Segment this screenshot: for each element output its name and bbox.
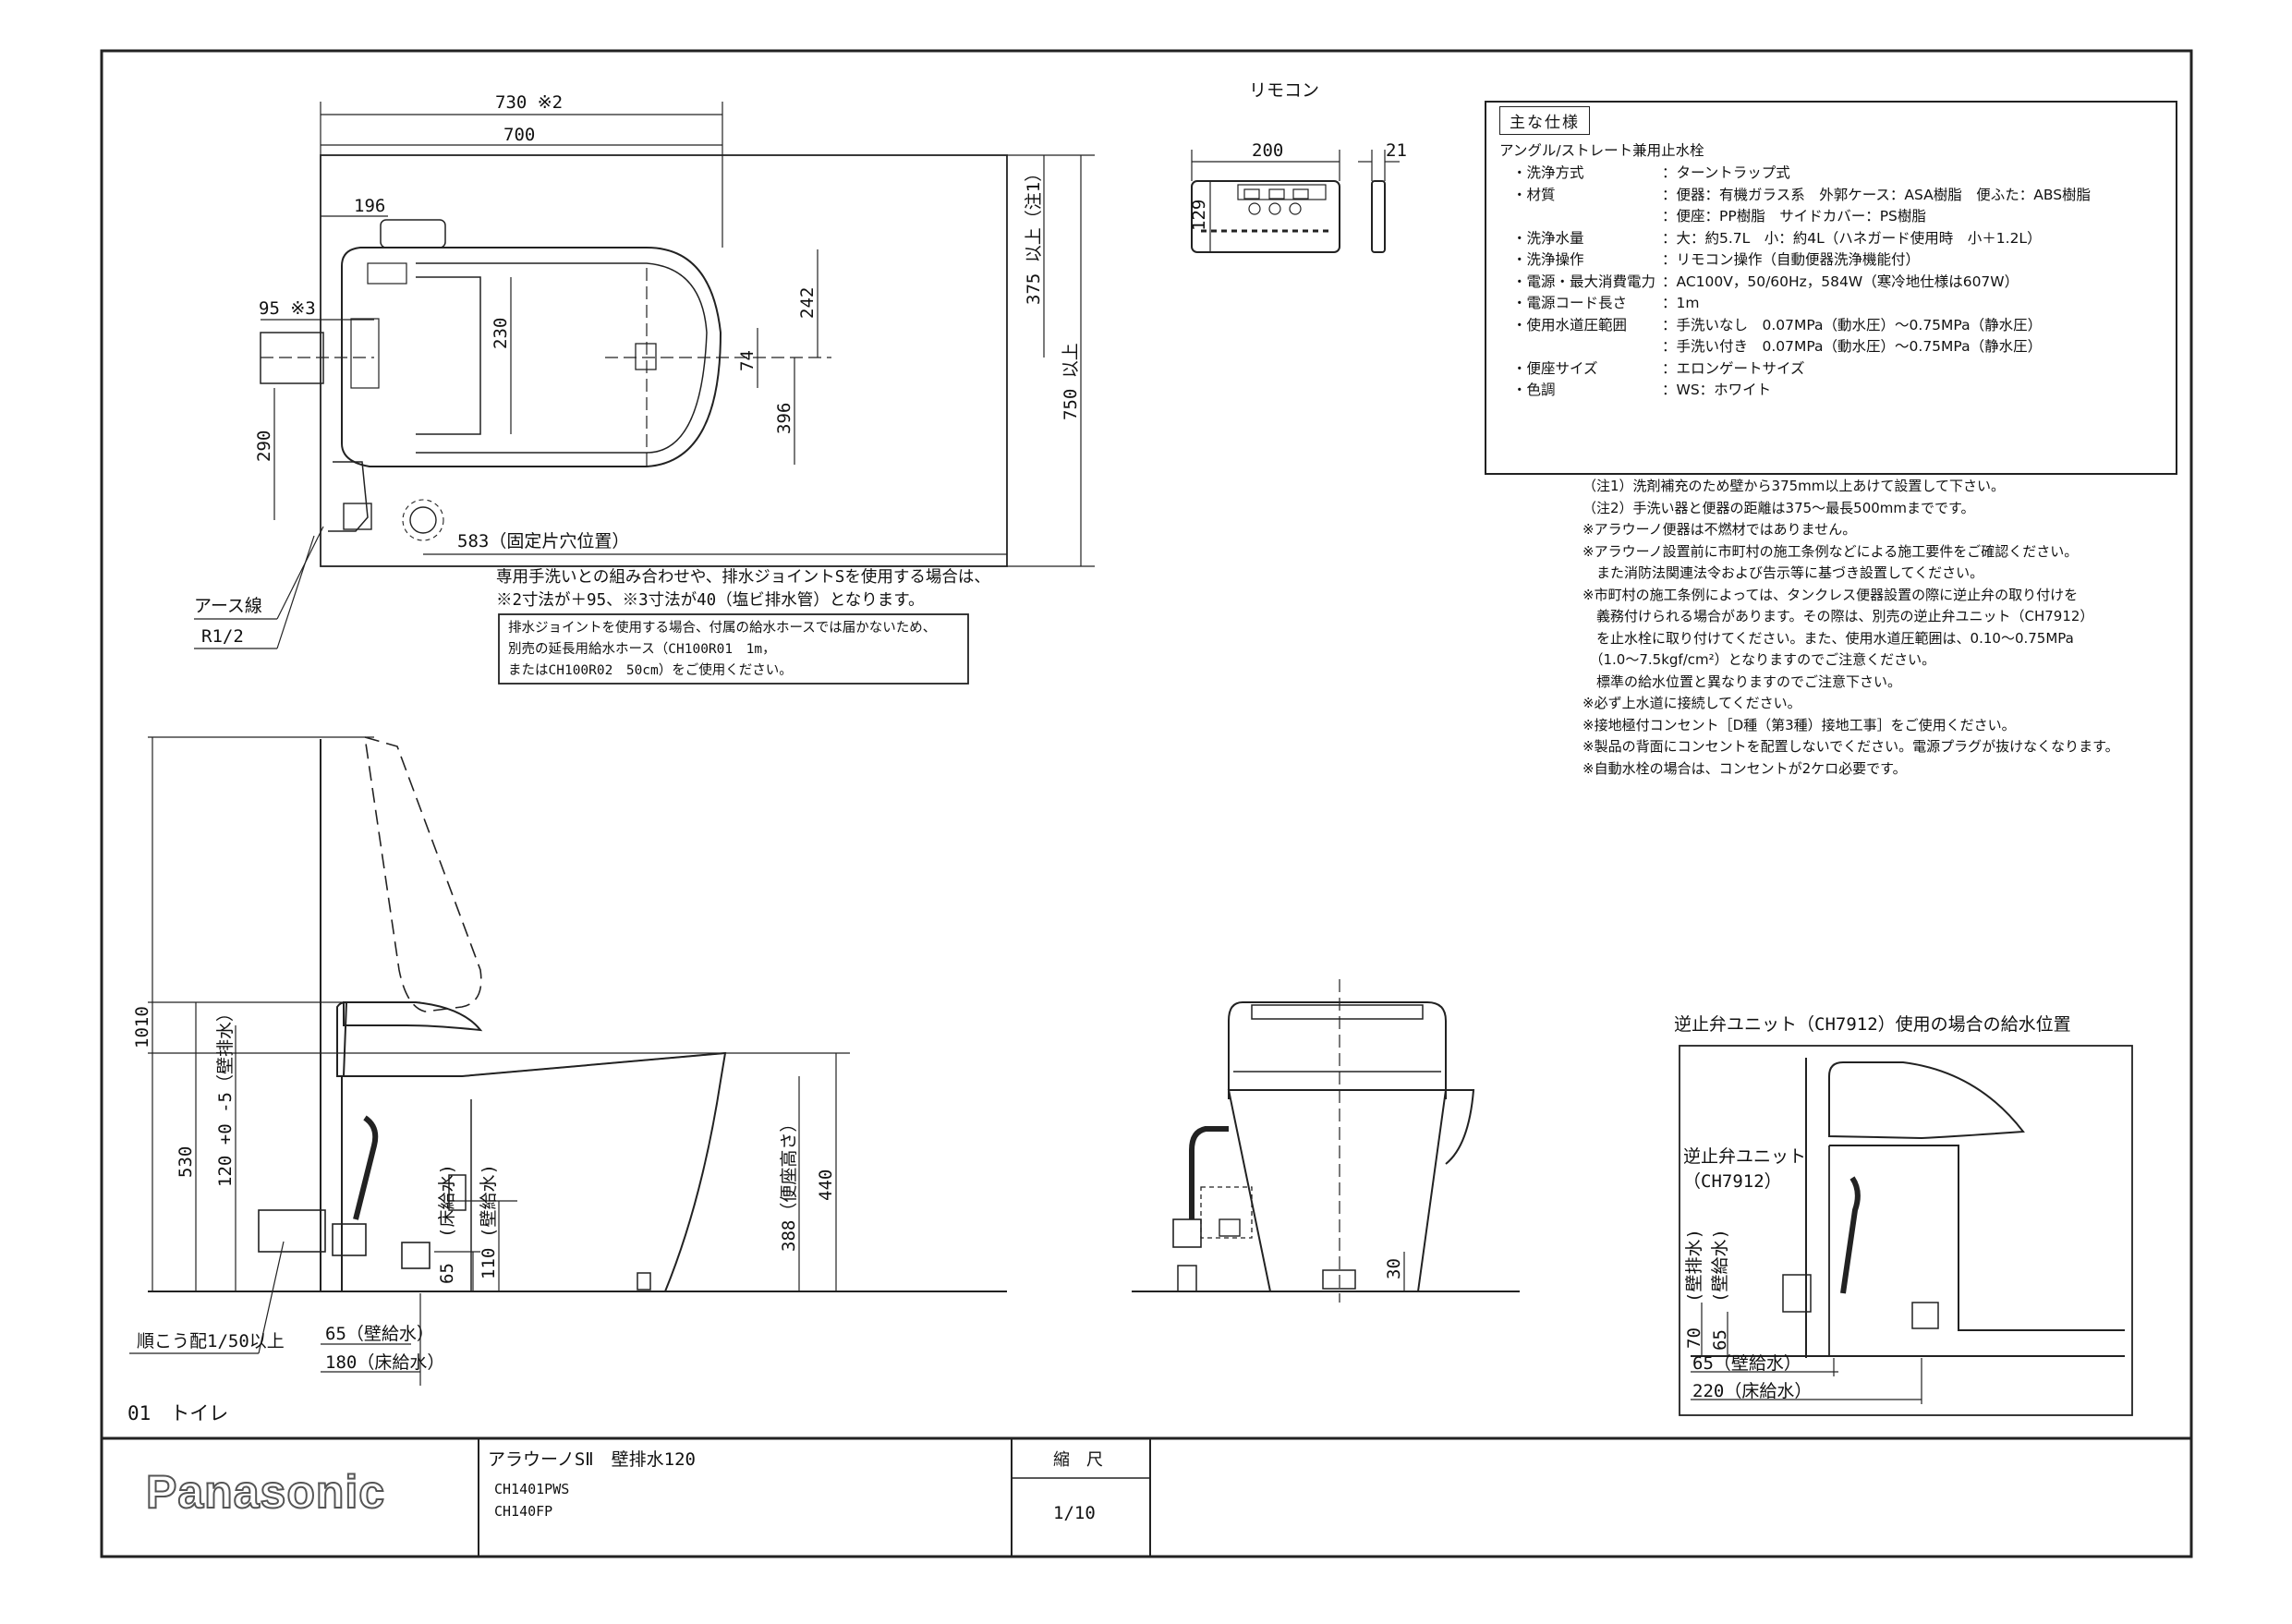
- spec-value: ：便器：有機ガラス系 外郭ケース：ASA樹脂 便ふた：ABS樹脂: [1662, 186, 2092, 203]
- remote-title: リモコン: [1249, 80, 1319, 101]
- plan-box-line-1: 排水ジョイントを使用する場合、付属の給水ホースでは届かないため、: [508, 620, 936, 636]
- spec-value: ：リモコン操作（自動便器洗浄機能付）: [1662, 251, 1921, 268]
- spec-label: ・洗浄水量: [1512, 229, 1584, 247]
- note-line: （注2）手洗い器と便器の距離は375～最長500mmまでです。: [1583, 499, 1975, 516]
- spec-value: ：便座：PP樹脂 サイドカバー：PS樹脂: [1662, 208, 1926, 224]
- check-valve-unit-code: （CH7912）: [1683, 1171, 1782, 1192]
- dim-65-wall: 65（壁給水）: [325, 1324, 434, 1344]
- dim-120: 120 +0 -5（壁排水）: [215, 1004, 236, 1187]
- cv-dim-65-wall: 65（壁給水）: [1692, 1353, 1801, 1374]
- note-line: ※アラウーノ便器は不燃材ではありません。: [1583, 521, 1857, 538]
- dim-396: 396: [774, 403, 794, 434]
- remote-dim-200: 200: [1252, 140, 1283, 161]
- spec-label: ・電源コード長さ: [1512, 295, 1628, 311]
- cv-dim-220-floor: 220（床給水）: [1692, 1381, 1812, 1401]
- spec-label: ・使用水道圧範囲: [1512, 316, 1628, 333]
- spec-value: ：AC100V，50/60Hz，584W（寒冷地仕様は607W）: [1662, 273, 2019, 290]
- dim-583: 583（固定片穴位置）: [457, 531, 629, 551]
- spec-value: ：エロンゲートサイズ: [1662, 359, 1805, 377]
- spec-value: ：ターントラップ式: [1662, 164, 1790, 181]
- plan-view: [194, 102, 1095, 685]
- side-view: [129, 735, 1007, 1386]
- spec-label: ・洗浄操作: [1512, 251, 1584, 268]
- plan-caption-1: 専用手洗いとの組み合わせや、排水ジョイントSを使用する場合は、: [496, 567, 990, 587]
- spec-label: ・電源・最大消費電力: [1512, 273, 1656, 290]
- plan-box-line-2: 別売の延長用給水ホース（CH100R01 1m，: [508, 641, 776, 657]
- cv-dim-70: 70: [1684, 1327, 1704, 1349]
- dim-196: 196: [354, 196, 385, 216]
- check-valve-title: 逆止弁ユニット（CH7912）使用の場合の給水位置: [1674, 1014, 2071, 1035]
- model-code: CH140FP: [494, 1503, 553, 1520]
- dim-180-floor: 180（床給水）: [325, 1352, 444, 1373]
- note-line: ※アラウーノ設置前に市町村の施工条例などによる施工要件をご確認ください。: [1583, 542, 2079, 560]
- dim-530: 530: [176, 1146, 196, 1178]
- note-line: ※自動水栓の場合は、コンセントが2ケロ必要です。: [1583, 759, 1907, 777]
- note-line: ※製品の背面にコンセントを配置しないでください。電源プラグが抜けなくなります。: [1583, 738, 2119, 755]
- note-line: を止水栓に取り付けてください。また、使用水道圧範囲は、0.10～0.75MPa: [1583, 629, 2074, 647]
- note-line: （1.0～7.5kgf/cm²）となりますのでご注意ください。: [1583, 651, 1936, 668]
- dim-290: 290: [254, 430, 274, 462]
- spec-box: 主な仕様 アングル/ストレート兼用止水栓 ・洗浄方式 ：ターントラップ式 ・材質 ：…: [1485, 101, 2177, 475]
- dim-375-min: 375 以上（注1）: [1024, 164, 1044, 305]
- dim-74: 74: [737, 350, 758, 371]
- note-line: また消防法関連法令および告示等に基づき設置してください。: [1583, 564, 1984, 581]
- remote-view: [1191, 150, 1400, 253]
- dim-1010: 1010: [132, 1006, 152, 1048]
- plan-caption-2: ※2寸法が＋95、※3寸法が40（塩ビ排水管）となります。: [496, 591, 924, 610]
- plan-box-line-3: またはCH100R02 50cm）をご使用ください。: [508, 662, 793, 678]
- dim-750-min: 750 以上: [1061, 343, 1081, 420]
- note-line: ※市町村の施工条例によっては、タンクレス便器設置の際に逆止弁の取り付けを: [1583, 586, 2079, 603]
- product-name: アラウーノSⅡ 壁排水120: [488, 1449, 696, 1470]
- cv-label-wall-drain: (壁排水): [1684, 1229, 1704, 1303]
- earth-wire-label: アース線: [194, 596, 262, 616]
- note-line: ※接地極付コンセント［D種（第3種）接地工事］をご使用ください。: [1583, 716, 2016, 733]
- note-line: 義務付けられる場合があります。その際は、別売の逆止弁ユニット（CH7912）: [1583, 608, 2094, 624]
- note-line: （注1）洗剤補充のため壁から375mm以上あけて設置して下さい。: [1583, 478, 2005, 494]
- sheet-border: [100, 49, 2193, 1558]
- note-line: 標準の給水位置と異なりますのでご注意下さい。: [1583, 673, 1902, 690]
- dim-65: 65: [437, 1263, 457, 1284]
- note-line: ※必ず上水道に接続してください。: [1583, 695, 1801, 711]
- scale-value: 1/10: [1053, 1503, 1096, 1523]
- dim-110: 110: [479, 1248, 499, 1279]
- wall-supply-label: (壁給水): [479, 1164, 499, 1238]
- scale-label: 縮 尺: [1053, 1450, 1103, 1470]
- spec-value: ：手洗いなし 0.07MPa（動水圧）～0.75MPa（静水圧）: [1662, 316, 2043, 333]
- dim-440: 440: [816, 1170, 836, 1201]
- dim-242: 242: [797, 287, 818, 319]
- remote-dim-129: 129: [1189, 200, 1209, 231]
- remote-dim-21: 21: [1386, 140, 1407, 161]
- notes-list: （注1）洗剤補充のため壁から375mm以上あけて設置して下さい。 （注2）手洗い…: [1583, 476, 2183, 780]
- spec-value: ：大：約5.7L 小：約4L（ハネガード使用時 小＋1.2L）: [1662, 229, 2042, 247]
- model-code: CH1401PWS: [494, 1481, 570, 1497]
- check-valve-view: [1679, 1045, 2133, 1416]
- spec-heading: 主な仕様: [1499, 106, 1590, 135]
- cv-label-wall-supply: (壁給水): [1710, 1229, 1730, 1303]
- spec-value: ：WS：ホワイト: [1662, 382, 1772, 398]
- dim-730: 730 ※2: [495, 92, 563, 113]
- dim-230: 230: [491, 318, 511, 349]
- dim-95: 95 ※3: [259, 298, 316, 319]
- spec-value: ：手洗い付き 0.07MPa（動水圧）～0.75MPa（静水圧）: [1662, 338, 2043, 355]
- check-valve-unit-label: 逆止弁ユニット: [1683, 1146, 1806, 1167]
- sheet-label: 01 トイレ: [127, 1402, 228, 1424]
- spec-subheading: アングル/ストレート兼用止水栓: [1499, 142, 1704, 159]
- spec-value: ：1m: [1662, 295, 1700, 311]
- front-view: [1132, 979, 1520, 1303]
- spec-label: ・洗浄方式: [1512, 164, 1584, 181]
- spec-label: ・便座サイズ: [1512, 359, 1598, 377]
- r-thread-label: R1/2: [201, 626, 244, 647]
- spec-label: ・色調: [1512, 382, 1556, 398]
- dim-388: 388（便座高さ）: [779, 1115, 799, 1252]
- brand-logo: Panasonic: [145, 1465, 386, 1519]
- spec-label: ・材質: [1512, 186, 1556, 203]
- floor-supply-label: (床給水): [437, 1164, 457, 1238]
- cv-dim-65: 65: [1710, 1329, 1730, 1351]
- dim-30: 30: [1384, 1258, 1404, 1279]
- slope-label: 順こう配1/50以上: [137, 1331, 285, 1351]
- dim-700: 700: [503, 125, 535, 145]
